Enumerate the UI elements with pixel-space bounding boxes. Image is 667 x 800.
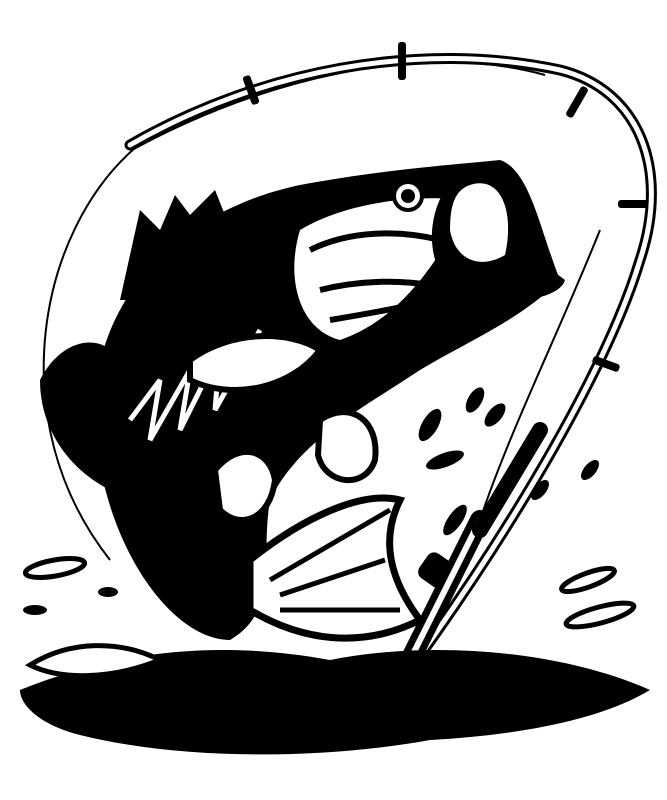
tail-fin <box>246 494 426 642</box>
rear-fin <box>40 342 120 490</box>
rod-guides <box>242 42 648 372</box>
anal-fin <box>211 449 279 523</box>
bass-fish <box>40 160 565 642</box>
pelvic-fin <box>314 409 379 484</box>
water-splash <box>20 387 650 755</box>
pectoral-fin <box>187 333 325 393</box>
head-highlight <box>294 198 470 340</box>
belly-stripes <box>128 328 263 442</box>
